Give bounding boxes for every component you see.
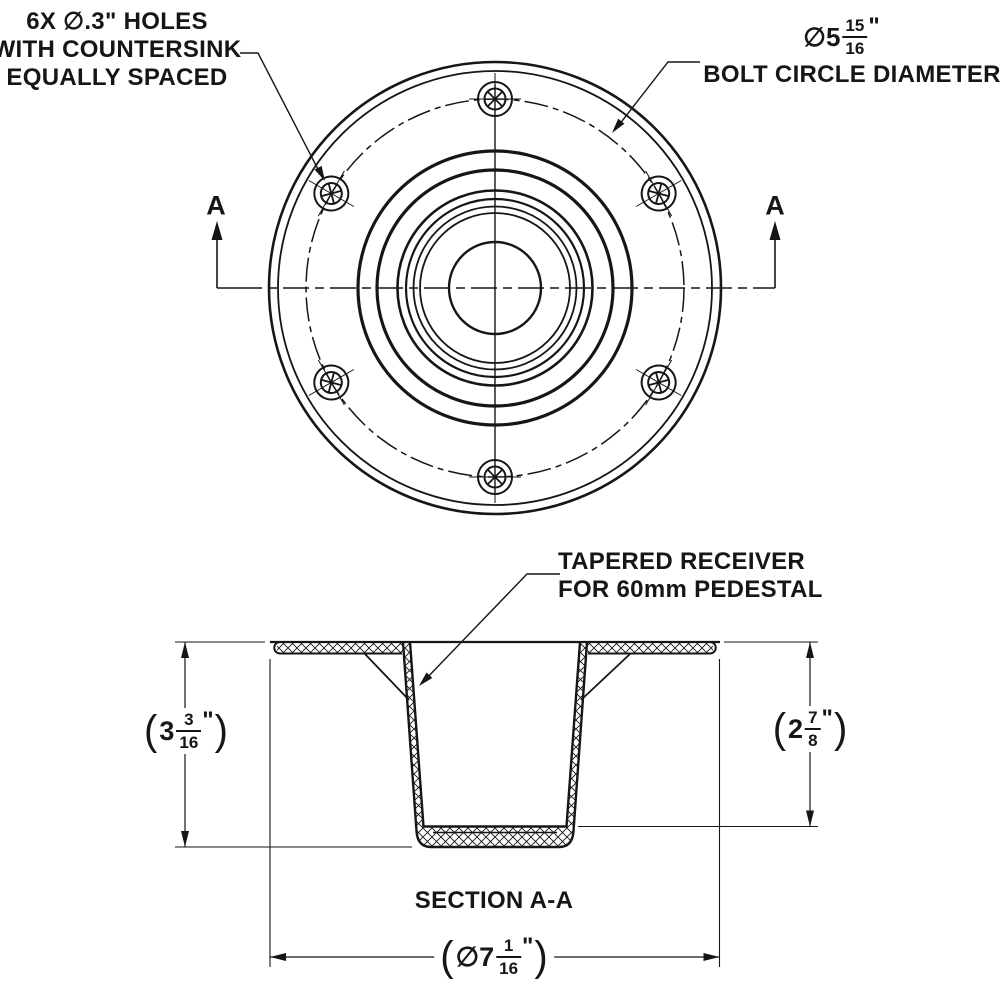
bolt-hole [469,451,521,503]
holes-note: 6X ∅.3" HOLES WITH COUNTERSINK EQUALLY S… [0,8,241,92]
holes-note-line2: WITH COUNTERSINK [0,36,242,63]
fraction: 15 16 [842,17,868,57]
dim-overall-diameter: ( ∅7 1 16 " ) [434,934,554,980]
section-marker-a-left: A [206,190,226,221]
flange-plate [270,640,720,655]
fraction: 1 16 [496,937,522,977]
bolt-hole [469,73,521,125]
bolt-holes [308,73,682,503]
section-cut-marker-left [211,221,236,289]
receiver-note: TAPERED RECEIVER FOR 60mm PEDESTAL [558,548,823,604]
bolt-hole [635,170,682,217]
arrow-right-icon [703,953,720,961]
dim-overall-height: ( 3 3 16 " ) [138,708,234,754]
receiver-note-line2: FOR 60mm PEDESTAL [558,576,823,603]
holes-note-line1: 6X ∅.3" HOLES [26,8,208,35]
taper-edge-left [364,653,410,701]
section-cut-marker-right [756,221,781,289]
section-view [175,573,818,967]
top-view [211,52,781,516]
dimension-arrows [181,642,814,961]
leader-arrow-icon [314,165,325,181]
dim-receiver-depth: ( 2 7 8 " ) [766,706,854,752]
extension-lines [175,641,818,967]
arrow-up-icon [806,642,814,658]
bolt-hole [308,170,355,217]
arrow-up-icon [211,221,223,240]
section-title: SECTION A-A [414,887,574,914]
holes-note-line3: EQUALLY SPACED [6,64,228,91]
receiver-note-line1: TAPERED RECEIVER [558,548,806,575]
hatching [277,642,713,847]
centerlines [236,84,756,494]
arrow-left-icon [270,953,286,961]
bolt-circle-leader [612,61,700,133]
receiver-note-leader [419,573,560,686]
leader-arrow-icon [612,118,625,133]
arrow-down-icon [806,810,814,827]
holes-note-leader [240,52,325,181]
section-marker-a-right: A [765,190,785,221]
fraction: 3 16 [176,711,202,751]
leader-arrow-icon [419,672,433,686]
fraction: 7 8 [805,709,821,749]
arrow-down-icon [181,831,189,847]
flange-circles [267,60,723,516]
arrow-up-icon [769,221,781,240]
bolt-hole [308,359,355,406]
bolt-circle-diameter-value: ∅5 15 16 " [803,13,880,58]
arrow-up-icon [181,642,189,658]
bolt-hole [635,359,682,406]
bolt-circle-diameter-label: BOLT CIRCLE DIAMETER [703,61,1000,88]
taper-edge-right [580,653,631,701]
tapered-receiver-cup [364,641,631,849]
